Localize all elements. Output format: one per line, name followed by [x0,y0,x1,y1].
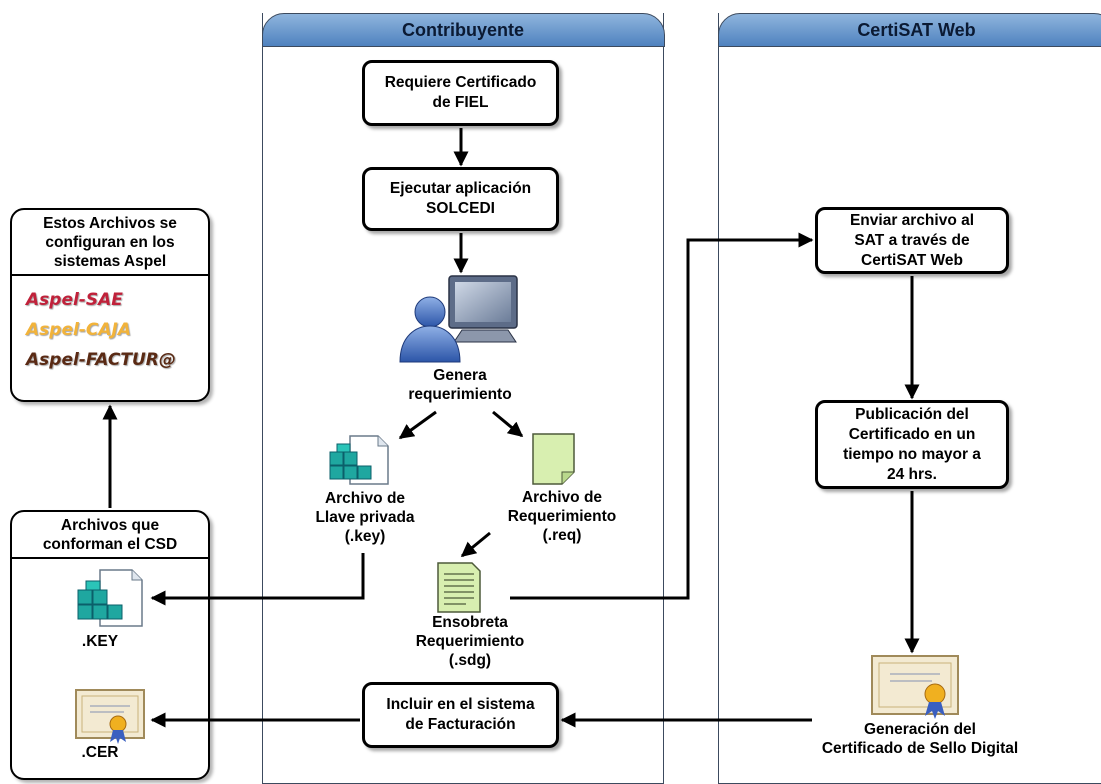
arrow-req-to-ensobreta [462,533,490,556]
text-document-icon-sdg [438,563,480,612]
flowchart-canvas: Contribuyente CertiSAT Web Estos Archivo… [0,0,1101,766]
registry-file-icon-llave [330,436,388,484]
arrow-llave-to-key [152,553,363,598]
certificate-icon-generacion [872,656,958,719]
arrow-genera-to-llave [400,412,436,438]
certificate-icon-cer [76,690,144,744]
registry-file-icon-key [78,570,142,626]
document-icon-req [533,434,574,484]
connectors-layer [0,0,1101,766]
arrow-ensobreta-to-enviar [510,240,812,598]
user-computer-icon [400,276,517,362]
arrow-genera-to-req [493,412,522,436]
